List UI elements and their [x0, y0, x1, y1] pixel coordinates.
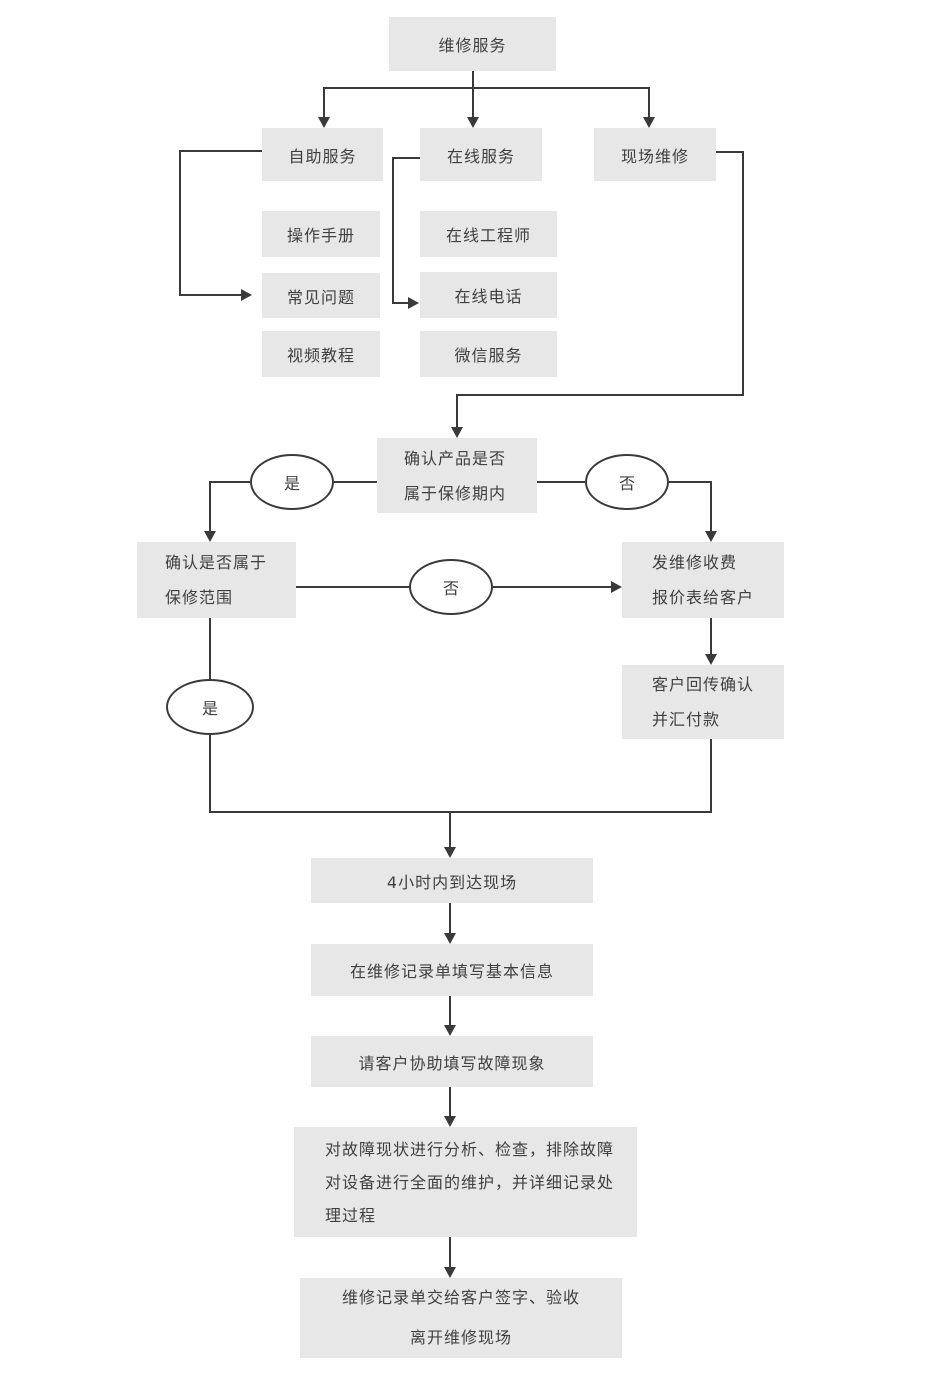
connector-line	[179, 150, 262, 152]
node-confirm-warranty-scope-line1: 确认是否属于	[165, 553, 268, 572]
node-wechat-service: 微信服务	[420, 331, 557, 377]
connector-line	[392, 157, 394, 304]
node-faq: 常见问题	[262, 273, 380, 318]
arrowhead-down	[444, 1025, 456, 1036]
node-online-phone: 在线电话	[420, 272, 557, 318]
decision-no-warranty: 否	[585, 454, 669, 510]
connector-line	[742, 151, 744, 396]
connector-line	[392, 157, 420, 159]
node-analyze-repair-line1: 对故障现状进行分析、检查，排除故障	[325, 1139, 615, 1159]
node-sign-and-leave: 维修记录单交给客户签字、验收 离开维修现场	[300, 1278, 622, 1358]
node-self-service: 自助服务	[262, 128, 383, 181]
node-send-quote: 发维修收费 报价表给客户	[622, 542, 784, 618]
node-analyze-repair-line3: 理过程	[325, 1205, 377, 1225]
arrowhead-down	[318, 117, 330, 128]
connector-line	[209, 481, 211, 531]
connector-line	[449, 811, 451, 847]
node-sign-and-leave-line2: 离开维修现场	[409, 1328, 512, 1347]
node-online-service: 在线服务	[420, 128, 542, 181]
connector-line	[493, 586, 611, 588]
arrowhead-down	[444, 933, 456, 944]
connector-line	[449, 1087, 451, 1116]
connector-line	[323, 87, 650, 89]
connector-line	[537, 481, 585, 483]
connector-line	[710, 739, 712, 813]
node-operation-manual: 操作手册	[262, 211, 380, 257]
node-online-engineer: 在线工程师	[420, 211, 557, 257]
connector-line	[179, 150, 181, 296]
node-video-tutorial: 视频教程	[262, 331, 380, 377]
connector-line	[449, 903, 451, 933]
arrowhead-down	[444, 847, 456, 858]
connector-line	[179, 294, 241, 296]
node-fill-basic-info: 在维修记录单填写基本信息	[311, 944, 593, 996]
node-customer-confirm-payment-line2: 并汇付款	[652, 710, 721, 729]
node-confirm-warranty-scope: 确认是否属于 保修范围	[137, 542, 296, 618]
connector-line	[296, 586, 409, 588]
connector-line	[456, 394, 458, 427]
connector-line	[392, 302, 408, 304]
node-confirm-warranty-period-line1: 确认产品是否	[404, 448, 507, 468]
connector-line	[323, 87, 325, 117]
connector-line	[472, 71, 474, 88]
node-customer-confirm-payment: 客户回传确认 并汇付款	[622, 665, 784, 739]
connector-line	[710, 618, 712, 654]
connector-line	[449, 996, 451, 1025]
node-arrive-4h: 4小时内到达现场	[311, 858, 593, 903]
connector-line	[716, 151, 744, 153]
node-confirm-warranty-scope-line2: 保修范围	[165, 588, 234, 607]
arrowhead-down	[643, 117, 655, 128]
connector-line	[334, 481, 377, 483]
node-analyze-repair-line2: 对设备进行全面的维护，并详细记录处	[325, 1172, 615, 1192]
decision-yes-scope: 是	[166, 679, 254, 735]
connector-line	[710, 481, 712, 531]
connector-line	[648, 87, 650, 117]
node-customer-confirm-payment-line1: 客户回传确认	[652, 675, 755, 694]
node-confirm-warranty-period-line2: 属于保修期内	[404, 483, 507, 503]
arrowhead-down	[705, 531, 717, 542]
arrowhead-down	[204, 531, 216, 542]
node-send-quote-line2: 报价表给客户	[652, 588, 755, 607]
connector-line	[209, 618, 211, 679]
node-send-quote-line1: 发维修收费	[652, 553, 738, 572]
connector-line	[472, 87, 474, 117]
node-analyze-repair: 对故障现状进行分析、检查，排除故障 对设备进行全面的维护，并详细记录处 理过程	[294, 1127, 637, 1237]
connector-line	[449, 1237, 451, 1267]
connector-line	[456, 394, 744, 396]
node-onsite-repair: 现场维修	[594, 128, 716, 181]
arrowhead-down	[705, 654, 717, 665]
decision-yes-warranty: 是	[250, 454, 334, 510]
node-confirm-warranty-period: 确认产品是否 属于保修期内	[377, 438, 537, 513]
connector-line	[669, 481, 712, 483]
decision-no-scope: 否	[409, 559, 493, 615]
connector-line	[209, 811, 712, 813]
arrowhead-down	[451, 427, 463, 438]
arrowhead-down	[444, 1116, 456, 1127]
arrowhead-down	[467, 117, 479, 128]
connector-line	[209, 735, 211, 813]
node-fill-fault-desc: 请客户协助填写故障现象	[311, 1036, 593, 1087]
node-sign-and-leave-line1: 维修记录单交给客户签字、验收	[341, 1288, 580, 1307]
connector-line	[209, 481, 250, 483]
arrowhead-right	[611, 581, 622, 593]
arrowhead-down	[444, 1267, 456, 1278]
arrowhead-right	[408, 297, 419, 309]
node-repair-service: 维修服务	[389, 17, 556, 71]
arrowhead-right	[241, 289, 252, 301]
